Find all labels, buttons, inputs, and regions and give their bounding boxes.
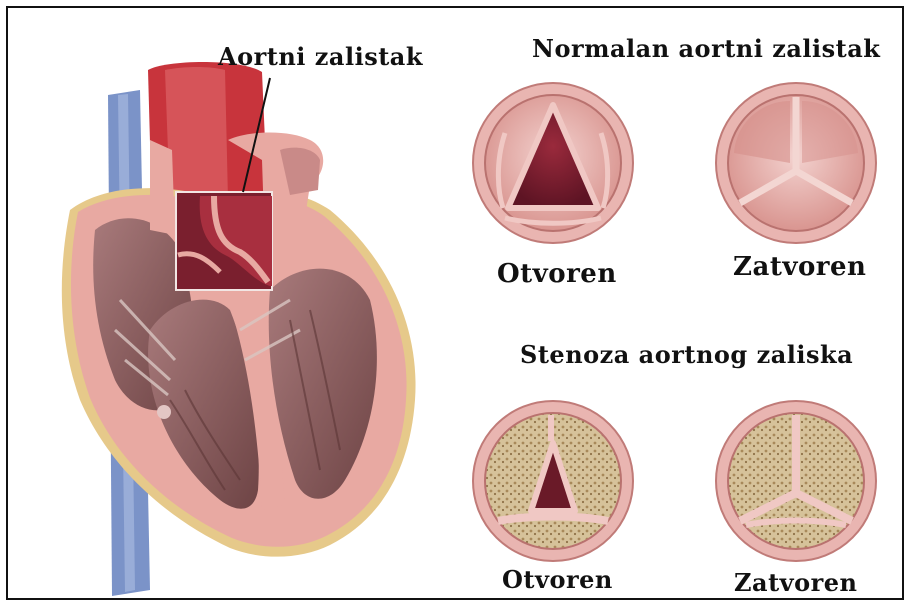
stenosis-valve-open bbox=[473, 401, 633, 561]
stenosis-open-label: Otvoren bbox=[502, 565, 613, 594]
normal-closed-label: Zatvoren bbox=[733, 252, 866, 282]
normal-valve-closed bbox=[716, 83, 876, 243]
stenosis-valve-closed bbox=[716, 401, 876, 561]
normal-valve-title: Normalan aortni zalistak bbox=[532, 34, 880, 63]
valve-pointer-label: Aortni zalistak bbox=[218, 42, 423, 71]
stenosis-title: Stenoza aortnog zaliska bbox=[520, 340, 853, 369]
normal-valve-open bbox=[473, 83, 633, 243]
normal-open-label: Otvoren bbox=[497, 259, 617, 289]
heart-illustration bbox=[62, 62, 416, 596]
stenosis-closed-label: Zatvoren bbox=[734, 568, 857, 597]
